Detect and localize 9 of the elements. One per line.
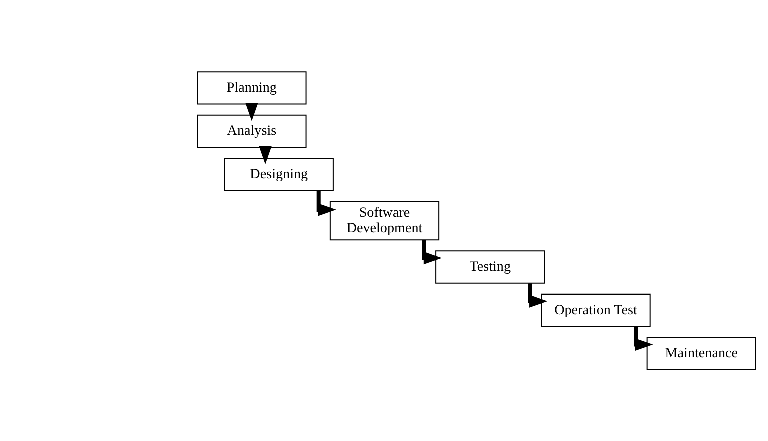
- node-box: Testing: [435, 250, 545, 284]
- node-box: Maintenance: [646, 336, 756, 370]
- node-box: Operation Test: [540, 293, 650, 327]
- node-box: Software Development: [329, 200, 440, 240]
- arrow: [528, 283, 548, 308]
- node-box: Designing: [224, 158, 334, 191]
- arrow: [634, 326, 653, 351]
- arrow: [422, 240, 442, 264]
- arrow: [316, 190, 336, 216]
